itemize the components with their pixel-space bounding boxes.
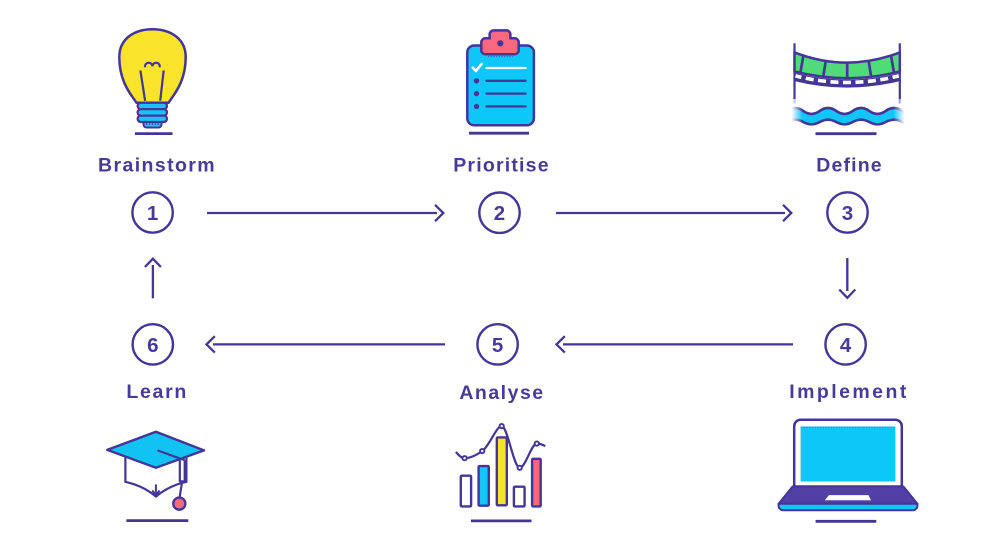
svg-text:1: 1 <box>147 202 158 225</box>
svg-text:3: 3 <box>842 202 853 225</box>
svg-text:Prioritise: Prioritise <box>453 155 550 177</box>
svg-text:2: 2 <box>494 202 505 225</box>
svg-text:Implement: Implement <box>789 381 909 403</box>
svg-text:Define: Define <box>816 155 883 177</box>
svg-text:Analyse: Analyse <box>459 382 544 404</box>
svg-text:4: 4 <box>840 334 852 357</box>
svg-text:6: 6 <box>147 334 158 357</box>
svg-text:Learn: Learn <box>126 381 188 403</box>
svg-text:Brainstorm: Brainstorm <box>98 155 216 177</box>
svg-text:5: 5 <box>492 334 503 357</box>
